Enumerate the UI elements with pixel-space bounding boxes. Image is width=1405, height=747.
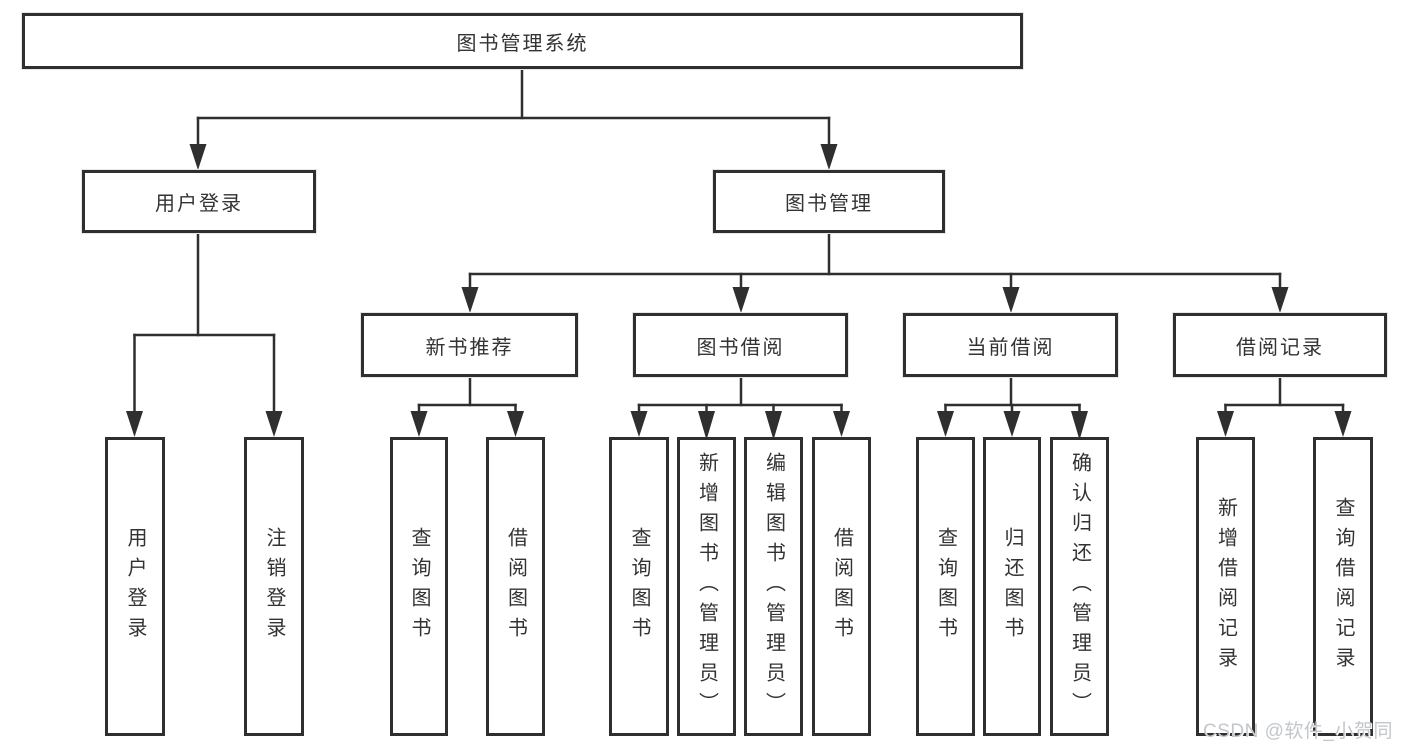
node-new-books: 新书推荐 xyxy=(361,313,578,377)
leaf-current-query-books: 查询图书 xyxy=(916,437,975,736)
leaf-user-login: 用户登录 xyxy=(105,437,165,736)
leaf-logout: 注销登录 xyxy=(244,437,304,736)
node-root: 图书管理系统 xyxy=(22,13,1023,69)
leaf-query-borrow-record: 查询借阅记录 xyxy=(1313,437,1373,736)
leaf-borrow-book: 借阅图书 xyxy=(812,437,871,736)
node-book-management: 图书管理 xyxy=(713,170,945,233)
node-current-borrow: 当前借阅 xyxy=(903,313,1118,377)
node-borrow-records: 借阅记录 xyxy=(1173,313,1387,377)
leaf-borrow-query-books: 查询图书 xyxy=(609,437,669,736)
leaf-newbooks-query-books: 查询图书 xyxy=(390,437,448,736)
leaf-add-borrow-record: 新增借阅记录 xyxy=(1196,437,1255,736)
arrowheads xyxy=(126,144,1352,440)
leaf-add-book-admin: 新增图书（管理员） xyxy=(677,437,736,736)
leaf-confirm-return-admin: 确认归还（管理员） xyxy=(1050,437,1109,736)
leaf-edit-book-admin: 编辑图书（管理员） xyxy=(744,437,803,736)
node-user-login: 用户登录 xyxy=(82,170,316,233)
csdn-watermark: CSDN @软件_小贺同学 xyxy=(1203,721,1393,742)
leaf-return-book: 归还图书 xyxy=(983,437,1041,736)
node-book-borrow: 图书借阅 xyxy=(633,313,848,377)
leaf-newbooks-borrow-books: 借阅图书 xyxy=(486,437,545,736)
